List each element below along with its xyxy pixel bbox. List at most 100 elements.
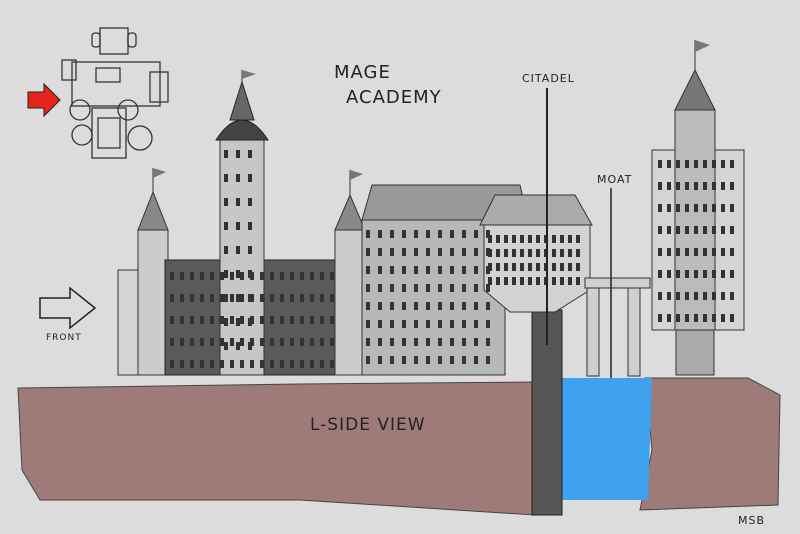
window [658, 182, 662, 190]
window [224, 318, 228, 326]
window [236, 270, 240, 278]
window [462, 230, 466, 238]
window [703, 248, 707, 256]
window [694, 248, 698, 256]
window [366, 266, 370, 274]
window [712, 204, 716, 212]
window [390, 338, 394, 346]
window [366, 284, 370, 292]
window [520, 277, 524, 285]
window [667, 204, 671, 212]
window [438, 320, 442, 328]
window [730, 226, 734, 234]
window [290, 316, 294, 324]
window [667, 182, 671, 190]
window [378, 248, 382, 256]
window [200, 338, 204, 346]
window [694, 204, 698, 212]
window [462, 248, 466, 256]
window [236, 222, 240, 230]
window [224, 270, 228, 278]
window [703, 182, 707, 190]
window [366, 248, 370, 256]
window [190, 294, 194, 302]
window [180, 360, 184, 368]
window [250, 360, 254, 368]
window [474, 320, 478, 328]
window [486, 320, 490, 328]
window [486, 284, 490, 292]
window [402, 302, 406, 310]
window [667, 226, 671, 234]
window [721, 226, 725, 234]
window [712, 292, 716, 300]
window [685, 204, 689, 212]
window [536, 277, 540, 285]
window [730, 270, 734, 278]
window [488, 249, 492, 257]
window [366, 302, 370, 310]
window [270, 294, 274, 302]
window [290, 338, 294, 346]
window [366, 230, 370, 238]
window [528, 277, 532, 285]
window [721, 248, 725, 256]
window [170, 272, 174, 280]
window [248, 174, 252, 182]
window [450, 230, 454, 238]
windows [170, 150, 734, 368]
window [676, 160, 680, 168]
small-tower [334, 170, 366, 376]
window [486, 356, 490, 364]
window [568, 263, 572, 271]
window [224, 150, 228, 158]
window [658, 248, 662, 256]
window [462, 284, 466, 292]
window [703, 270, 707, 278]
window [240, 272, 244, 280]
window [224, 342, 228, 350]
window [694, 270, 698, 278]
window [248, 342, 252, 350]
window [378, 356, 382, 364]
window [390, 266, 394, 274]
window [712, 226, 716, 234]
window [685, 292, 689, 300]
window [248, 270, 252, 278]
window [310, 338, 314, 346]
window [378, 338, 382, 346]
signature: MSB [738, 514, 765, 527]
window [658, 160, 662, 168]
moat-label: MOAT [597, 173, 632, 186]
window [438, 284, 442, 292]
window [236, 198, 240, 206]
window [180, 338, 184, 346]
window [685, 226, 689, 234]
window [320, 294, 324, 302]
window [210, 294, 214, 302]
window [488, 263, 492, 271]
window [378, 302, 382, 310]
window [260, 316, 264, 324]
window [685, 314, 689, 322]
window [721, 292, 725, 300]
window [528, 263, 532, 271]
window [236, 318, 240, 326]
window [474, 356, 478, 364]
window [248, 318, 252, 326]
window [703, 226, 707, 234]
window [703, 292, 707, 300]
window [667, 270, 671, 278]
window [426, 284, 430, 292]
window [658, 292, 662, 300]
window [366, 320, 370, 328]
window [474, 248, 478, 256]
window [280, 360, 284, 368]
window [576, 277, 580, 285]
window [520, 263, 524, 271]
window [496, 263, 500, 271]
window [560, 277, 564, 285]
window [402, 338, 406, 346]
ground-left [17, 381, 536, 516]
window [200, 272, 204, 280]
